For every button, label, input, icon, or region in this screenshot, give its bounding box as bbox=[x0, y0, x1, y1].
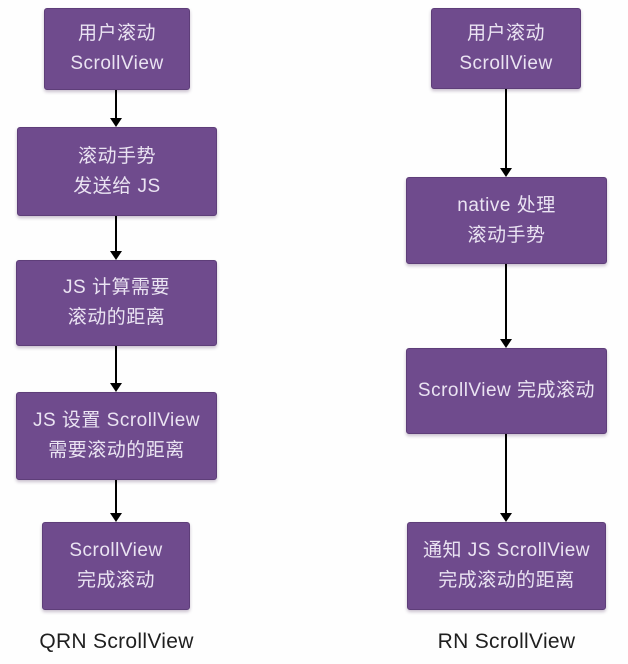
flow-box-line: 用户滚动 bbox=[77, 23, 156, 44]
flow-box-line: 用户滚动 bbox=[466, 22, 545, 44]
arrow-head bbox=[500, 168, 512, 177]
flow-box-line: 发送给 JS bbox=[73, 175, 161, 197]
flow-box-line: JS 设置 ScrollView bbox=[32, 410, 201, 431]
arrow-shaft bbox=[505, 434, 507, 513]
arrow-head bbox=[500, 339, 512, 348]
flow-box-line: ScrollView 完成滚动 bbox=[417, 380, 596, 401]
arrow-shaft bbox=[115, 480, 117, 513]
down-arrow-icon bbox=[499, 434, 513, 522]
arrow-shaft bbox=[115, 216, 117, 251]
flow-box-line: 滚动手势 bbox=[467, 224, 546, 246]
down-arrow-icon bbox=[109, 346, 123, 392]
flow-box-line: JS 计算需要 bbox=[63, 277, 170, 298]
down-arrow-icon bbox=[499, 264, 513, 348]
down-arrow-icon bbox=[109, 216, 123, 260]
down-arrow-icon bbox=[499, 89, 513, 177]
arrow-head bbox=[110, 383, 122, 392]
flow-box-qrn-gesture-to-js: 滚动手势 发送给 JS bbox=[17, 127, 217, 216]
column-label-rn: RN ScrollView bbox=[437, 630, 576, 653]
arrow-shaft bbox=[115, 90, 117, 118]
flow-box-line: 完成滚动的距离 bbox=[438, 570, 575, 591]
down-arrow-icon bbox=[109, 480, 123, 522]
arrow-head bbox=[110, 118, 122, 127]
flow-box-rn-notify-js: 通知 JS ScrollView 完成滚动的距离 bbox=[407, 522, 606, 610]
flow-box-line: 完成滚动 bbox=[76, 570, 155, 591]
flow-box-qrn-user-scroll: 用户滚动 ScrollView bbox=[44, 8, 190, 90]
flow-box-rn-native-handle: native 处理 滚动手势 bbox=[406, 177, 607, 264]
flow-box-line: 需要滚动的距离 bbox=[48, 440, 185, 461]
arrow-head bbox=[110, 251, 122, 260]
arrow-shaft bbox=[115, 346, 117, 383]
flow-box-line: ScrollView bbox=[69, 540, 163, 561]
column-label-qrn: QRN ScrollView bbox=[39, 630, 194, 653]
flow-box-qrn-js-set-distance: JS 设置 ScrollView 需要滚动的距离 bbox=[16, 392, 217, 480]
flow-box-line: native 处理 bbox=[457, 194, 556, 216]
arrow-head bbox=[500, 513, 512, 522]
flow-box-line: 滚动手势 bbox=[77, 145, 156, 167]
flow-box-rn-user-scroll: 用户滚动 ScrollView bbox=[431, 8, 581, 89]
flow-box-line: 通知 JS ScrollView bbox=[422, 540, 591, 561]
flow-box-line: ScrollView bbox=[70, 53, 164, 74]
flow-box-qrn-js-compute: JS 计算需要 滚动的距离 bbox=[16, 260, 217, 346]
down-arrow-icon bbox=[109, 90, 123, 127]
arrow-shaft bbox=[505, 264, 507, 339]
flow-box-qrn-scroll-complete: ScrollView 完成滚动 bbox=[42, 522, 190, 610]
flow-box-rn-scroll-complete: ScrollView 完成滚动 bbox=[406, 348, 607, 434]
arrow-shaft bbox=[505, 89, 507, 168]
flow-box-line: ScrollView bbox=[459, 52, 553, 74]
arrow-head bbox=[110, 513, 122, 522]
flow-box-line: 滚动的距离 bbox=[67, 307, 166, 328]
